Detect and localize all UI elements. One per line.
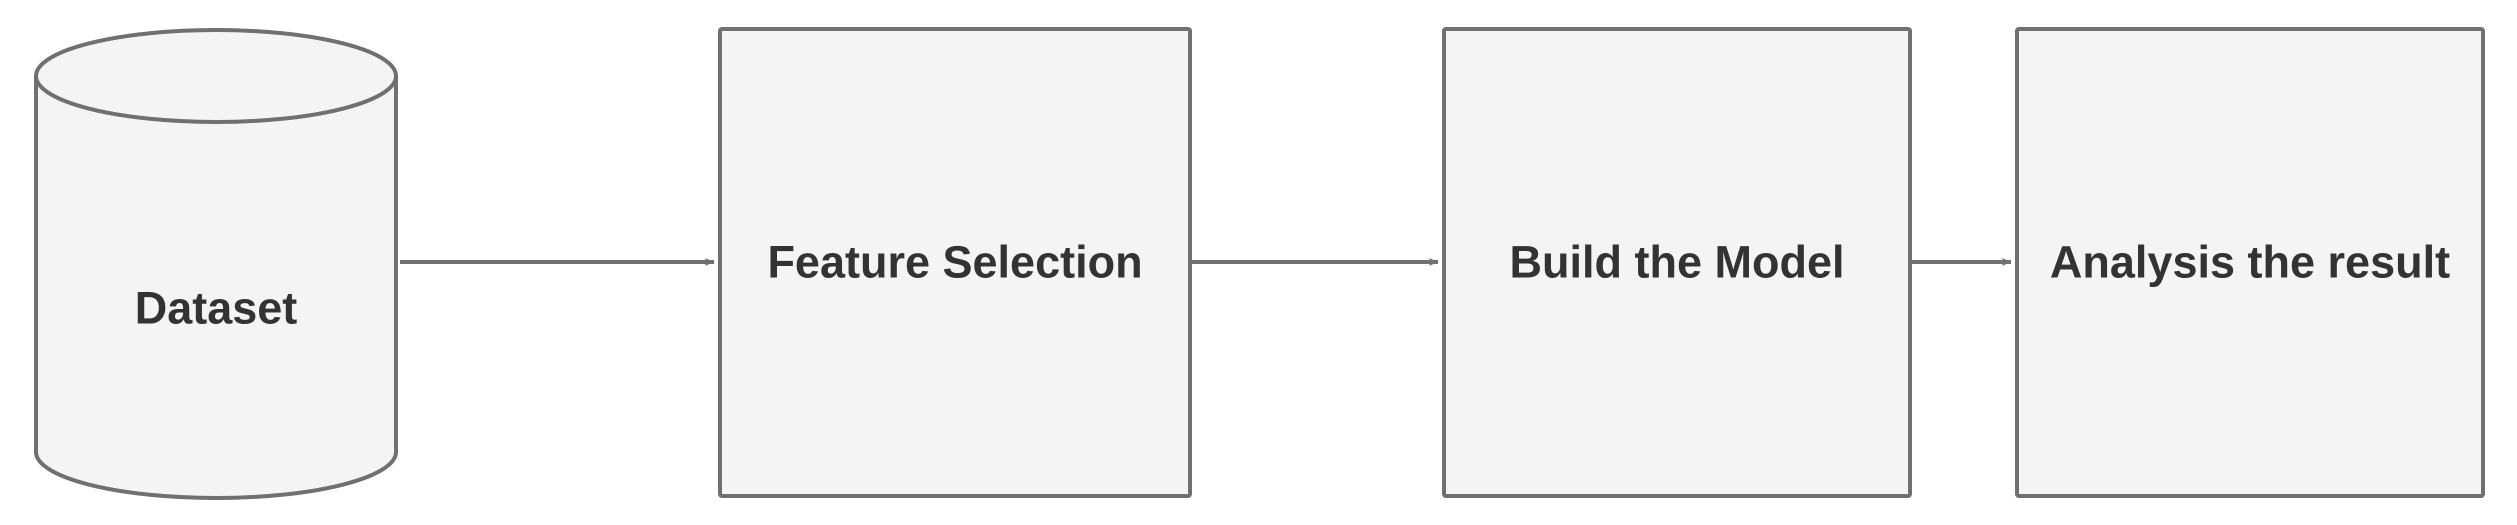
node-feature-selection[interactable] [718,27,1192,498]
node-label-dataset: Dataset [134,282,298,334]
cylinder-body [34,74,398,500]
node-label-feature-selection: Feature Selection [767,236,1143,288]
node-dataset[interactable] [34,28,398,500]
node-build-the-model[interactable] [1442,27,1912,498]
cylinder-top-ellipse [34,28,398,124]
node-analysis-the-result[interactable] [2015,27,2485,498]
node-label-analysis-the-result: Analysis the result [2049,236,2451,288]
node-label-build-the-model: Build the Model [1509,236,1845,288]
